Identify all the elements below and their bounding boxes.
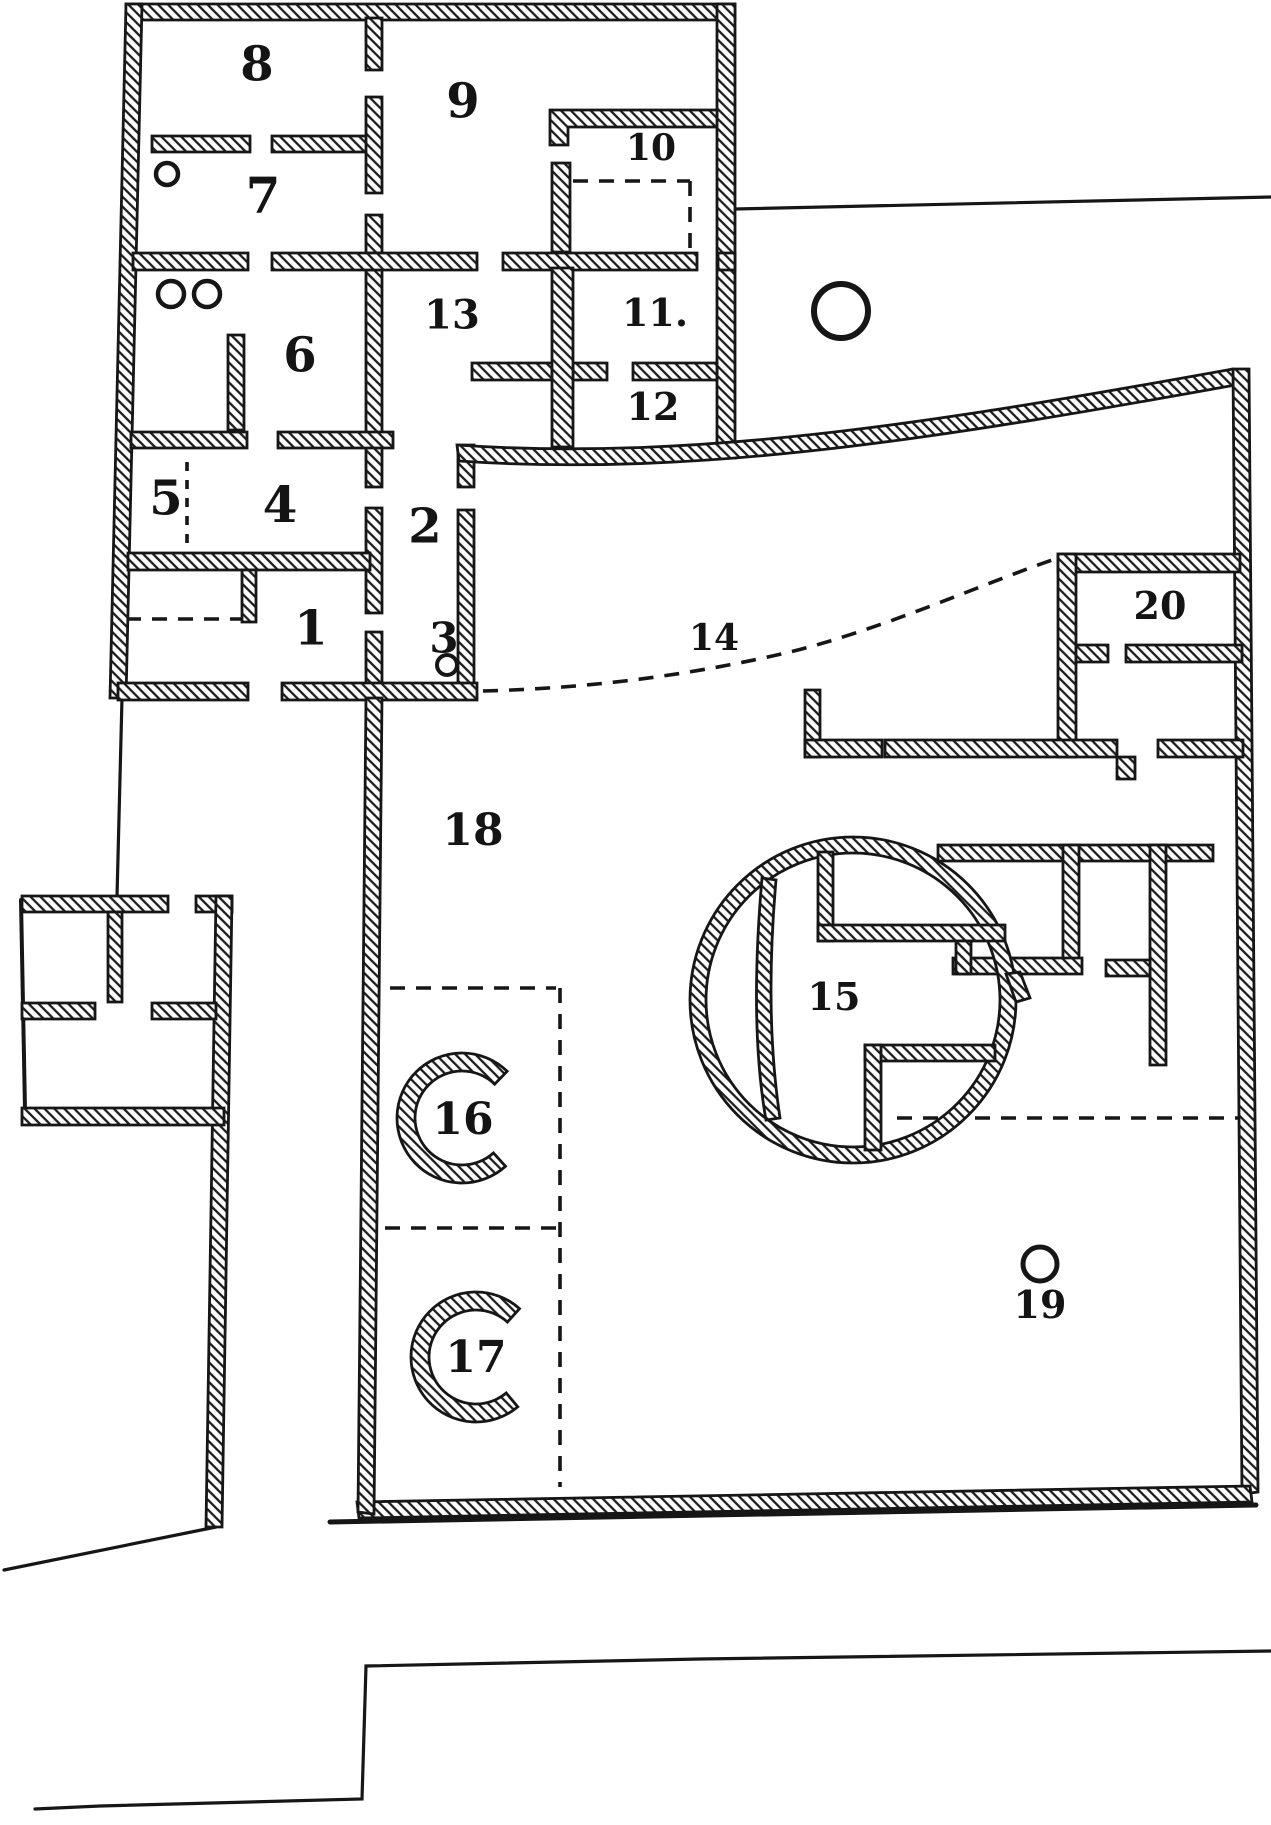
room-label-16: 16	[432, 1094, 493, 1145]
wall-segment	[226, 333, 246, 432]
wall-segment	[548, 108, 719, 147]
wall-segment	[755, 876, 782, 1122]
wall-segment	[204, 894, 234, 1529]
wall-segment	[1124, 643, 1244, 664]
circle-room-7	[153, 160, 181, 188]
dashed-rect-room-10	[573, 179, 692, 250]
wall-segment	[129, 430, 249, 450]
room-label-15: 15	[808, 974, 861, 1019]
room-label-6: 6	[283, 327, 316, 383]
wall-segment	[131, 251, 250, 272]
wall-segment	[150, 134, 252, 154]
boundary-lines	[2, 195, 1271, 1811]
wall-segment	[1004, 970, 1032, 1004]
wall-segment	[280, 681, 479, 702]
wall-segment	[364, 95, 384, 195]
wall-segment	[150, 1001, 218, 1021]
wall-segment	[1074, 643, 1110, 664]
wall-segment	[1104, 958, 1152, 978]
wall-segment	[456, 508, 476, 700]
room-label-14: 14	[689, 617, 739, 659]
wall-segment	[126, 551, 372, 572]
wall-segment	[803, 738, 884, 759]
small-circles	[153, 160, 1060, 1284]
wall-segment	[240, 568, 258, 624]
wall-segment	[270, 134, 372, 154]
wall-segment	[716, 251, 737, 272]
room-label-9: 9	[446, 73, 479, 129]
wall-segment	[951, 956, 1084, 976]
ring-room-17	[409, 1290, 522, 1424]
room-label-19: 19	[1014, 1282, 1067, 1327]
circular-hall-15	[688, 835, 1032, 1165]
room-label-1: 1	[294, 600, 327, 656]
room-label-12: 12	[627, 384, 680, 429]
south-wall-shadow-line	[327, 1502, 1259, 1525]
boundary-line-west-link	[115, 696, 124, 899]
circle-room-19	[1020, 1244, 1060, 1284]
room-label-7: 7	[246, 166, 281, 225]
wall-segment	[1056, 552, 1242, 574]
wall-segment	[571, 361, 609, 382]
wall-segment	[1156, 738, 1245, 759]
circle-room-6-left	[155, 278, 187, 310]
wall-segment	[863, 1043, 883, 1152]
ring-wall-15	[688, 835, 1018, 1165]
room-label-17: 17	[445, 1332, 506, 1383]
wall-segment	[1056, 552, 1078, 759]
room-label-18: 18	[442, 805, 503, 856]
wall-segment	[470, 361, 554, 382]
wall-segment	[20, 1106, 226, 1127]
west-wall-18	[356, 696, 384, 1516]
circle-room-3	[435, 653, 459, 677]
ring-room-16	[395, 1051, 510, 1185]
wall-segment	[364, 213, 384, 255]
annexe-walls	[20, 894, 234, 1529]
wall-segment	[1061, 843, 1081, 969]
circle-courtyard-north	[811, 281, 871, 341]
wall-segment	[116, 681, 250, 702]
wall-segment	[124, 2, 737, 22]
wall-segment	[954, 939, 973, 976]
dashed-enclosure-16-17	[385, 986, 562, 1487]
building-walls	[108, 2, 737, 702]
wall-segment	[1148, 843, 1168, 1067]
c-shaped-rings	[395, 1051, 522, 1424]
room-label-11: 11.	[622, 290, 688, 335]
wall-segment	[364, 16, 384, 72]
room-label-10: 10	[626, 127, 676, 169]
boundary-line-northeast	[733, 195, 1271, 211]
wall-segment	[20, 1001, 97, 1021]
wall-segment	[364, 268, 384, 489]
wall-segment	[364, 506, 384, 615]
boundary-line-southwest-diagonal	[2, 1525, 218, 1572]
wall-segment	[863, 1043, 997, 1063]
room-label-2: 2	[408, 498, 441, 554]
wall-segment	[550, 266, 575, 449]
room-label-4: 4	[263, 475, 298, 534]
room-label-13: 13	[424, 292, 480, 339]
wall-segment	[1115, 755, 1137, 781]
enclosure-walls	[355, 367, 1260, 1520]
wall-segment	[816, 923, 1007, 943]
wall-segment	[20, 894, 170, 914]
wall-segment	[270, 251, 479, 272]
wall-segment	[501, 251, 699, 272]
dashed-curve-14	[482, 558, 1053, 693]
boundary-line-south-step	[33, 1649, 1271, 1811]
wall-segment	[715, 2, 737, 460]
wall-segment	[106, 910, 124, 1004]
room-label-5: 5	[149, 470, 182, 526]
wall-segment	[550, 161, 572, 254]
wall-segment	[631, 361, 719, 382]
circle-room-6-right	[191, 278, 223, 310]
room-label-3: 3	[429, 613, 458, 662]
room-label-8: 8	[240, 36, 273, 92]
wall-segment	[883, 738, 1119, 759]
room-label-20: 20	[1134, 583, 1187, 628]
wall-segment	[276, 430, 395, 450]
